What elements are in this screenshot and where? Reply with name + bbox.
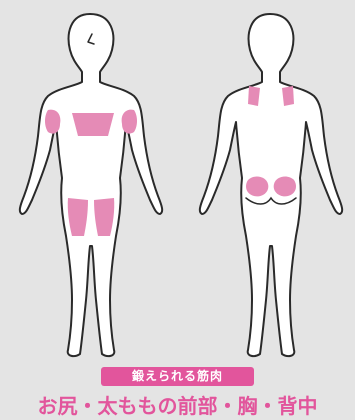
back-body-figure — [0, 0, 355, 360]
muscle-groups-caption: お尻・太ももの前部・胸・背中 — [0, 393, 355, 420]
muscles-label-badge: 鍛えられる筋肉 — [101, 367, 254, 386]
